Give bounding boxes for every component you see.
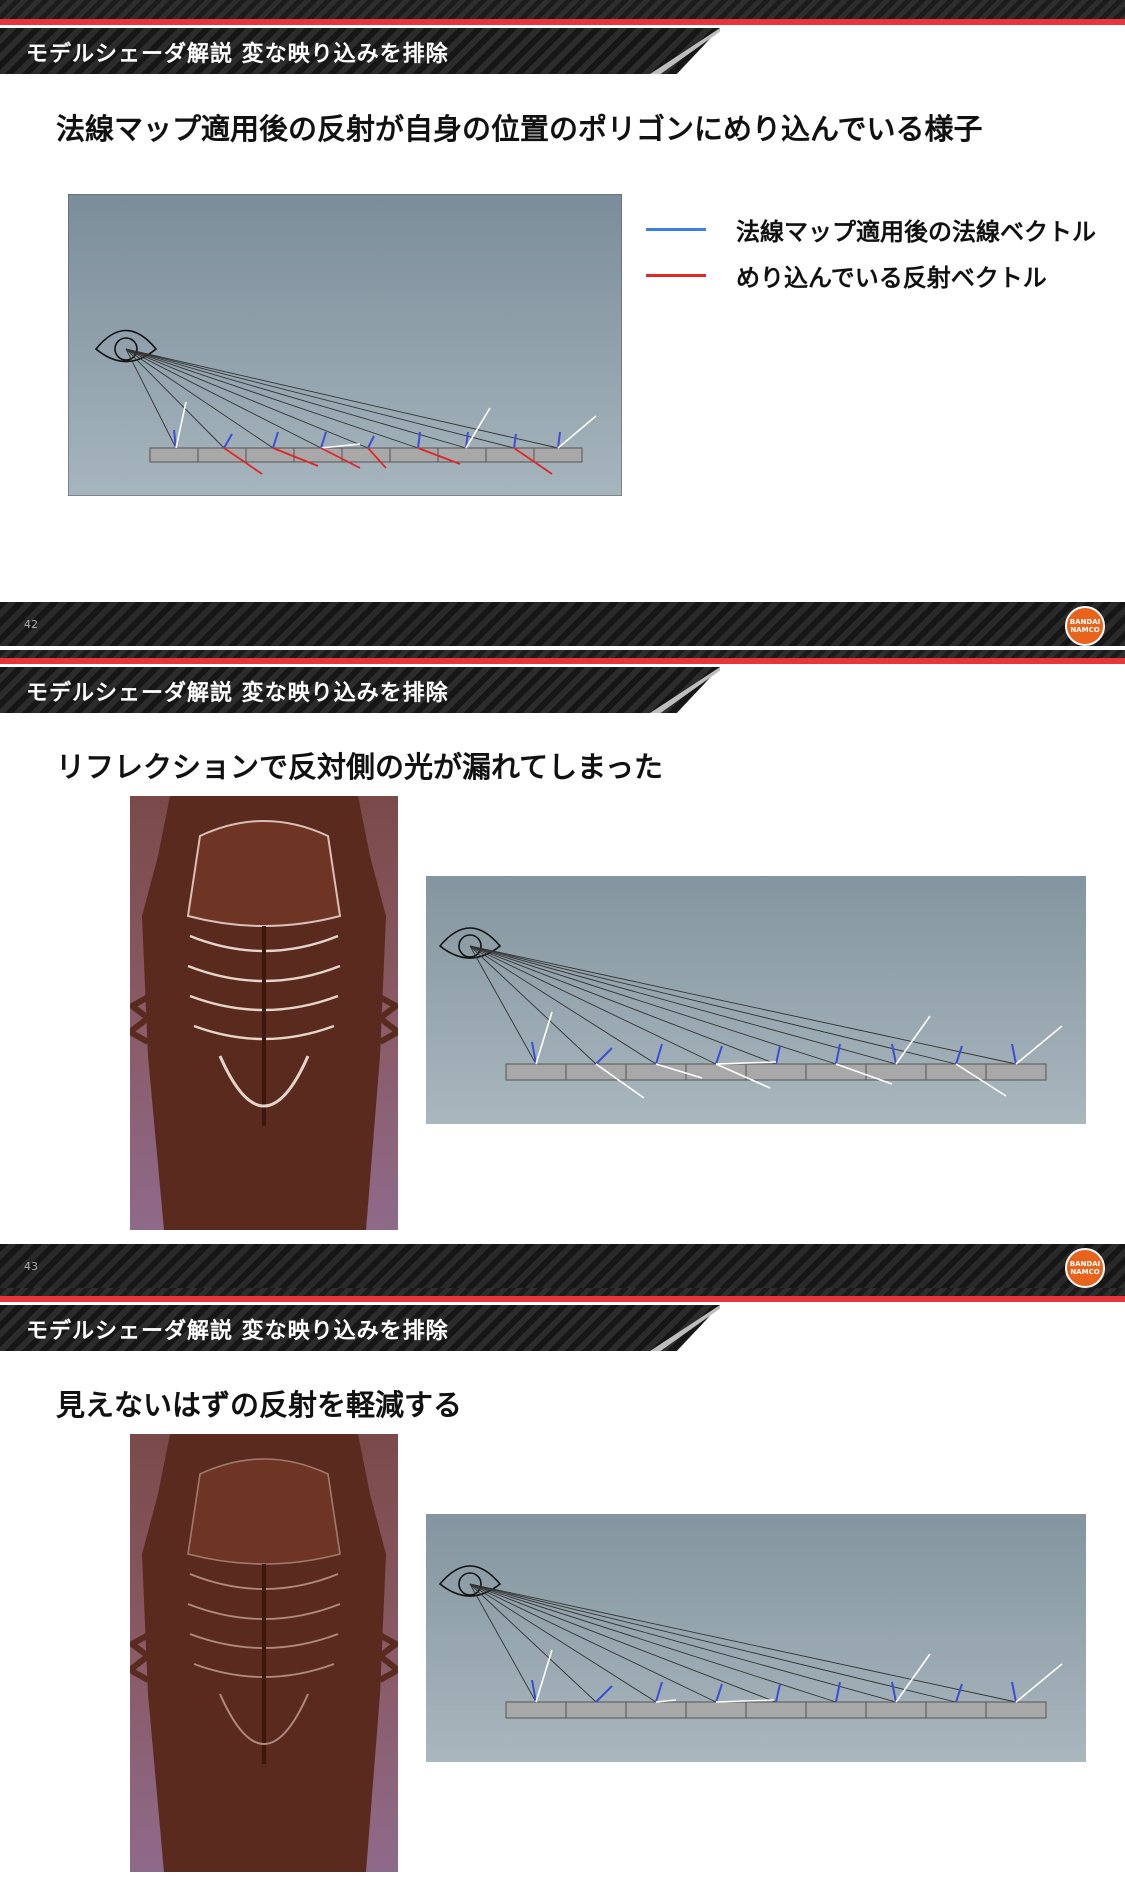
normal-vectors <box>531 1679 1017 1703</box>
creature-render-image <box>130 796 398 1230</box>
eye-icon <box>94 329 158 363</box>
slide-footer: 42 BANDAI NAMCO <box>0 602 1125 646</box>
accent-line <box>0 658 1125 664</box>
accent-line <box>0 19 1125 25</box>
slide-title: リフレクションで反対側の光が漏れてしまった <box>56 750 663 784</box>
slide-42: モデルシェーダ解説 変な映り込みを排除 法線マップ適用後の反射が自身の位置のポリ… <box>0 0 1125 650</box>
diagram-legend: 法線マップ適用後の法線ベクトル めり込んでいる反射ベクトル <box>646 206 1096 298</box>
slide-footer: 43 BANDAI NAMCO <box>0 1244 1125 1288</box>
page-number: 42 <box>24 618 38 631</box>
section-header-text: モデルシェーダ解説 変な映り込みを排除 <box>26 681 449 706</box>
accent-line <box>0 1296 1125 1302</box>
white-reflections <box>535 1649 1063 1703</box>
legend-label: 法線マップ適用後の法線ベクトル <box>736 217 1096 246</box>
bandai-namco-logo: BANDAI NAMCO <box>1065 606 1105 646</box>
top-strip <box>0 1288 1125 1296</box>
slide-44: モデルシェーダ解説 変な映り込みを排除 見えないはずの反射を軽減する <box>0 1288 1125 1879</box>
white-reflections <box>175 401 597 449</box>
slide-title: 法線マップ適用後の反射が自身の位置のポリゴンにめり込んでいる様子 <box>56 112 983 146</box>
eye-icon <box>438 1565 502 1597</box>
top-strip <box>0 0 1125 19</box>
legend-item-normal: 法線マップ適用後の法線ベクトル <box>646 206 1096 252</box>
white-reflections <box>535 1011 1063 1099</box>
section-header-bar <box>0 1305 720 1351</box>
legend-item-reflection: めり込んでいる反射ベクトル <box>646 252 1096 298</box>
bandai-namco-logo: BANDAI NAMCO <box>1065 1248 1105 1288</box>
reflection-diagram <box>68 194 622 496</box>
section-header-text: モデルシェーダ解説 変な映り込みを排除 <box>26 42 449 67</box>
red-reflections <box>223 447 553 475</box>
reflection-diagram <box>426 876 1086 1124</box>
normal-vectors <box>173 429 561 449</box>
legend-swatch-blue <box>646 227 706 231</box>
top-strip <box>0 650 1125 658</box>
eye-icon <box>438 927 502 959</box>
polygon-row <box>505 1701 1047 1719</box>
slide-title: 見えないはずの反射を軽減する <box>56 1388 463 1422</box>
section-header-text: モデルシェーダ解説 変な映り込みを排除 <box>26 1319 449 1344</box>
polygon-row <box>505 1063 1047 1081</box>
section-header-bar <box>0 667 720 713</box>
slide-43: モデルシェーダ解説 変な映り込みを排除 リフレクションで反対側の光が漏れてしまっ… <box>0 650 1125 1288</box>
creature-render-image <box>130 1434 398 1872</box>
legend-swatch-red <box>646 273 706 277</box>
reflection-diagram <box>426 1514 1086 1762</box>
normal-vectors <box>531 1041 1017 1065</box>
legend-label: めり込んでいる反射ベクトル <box>736 263 1047 292</box>
page-number: 43 <box>24 1260 38 1273</box>
section-header-bar <box>0 28 720 74</box>
